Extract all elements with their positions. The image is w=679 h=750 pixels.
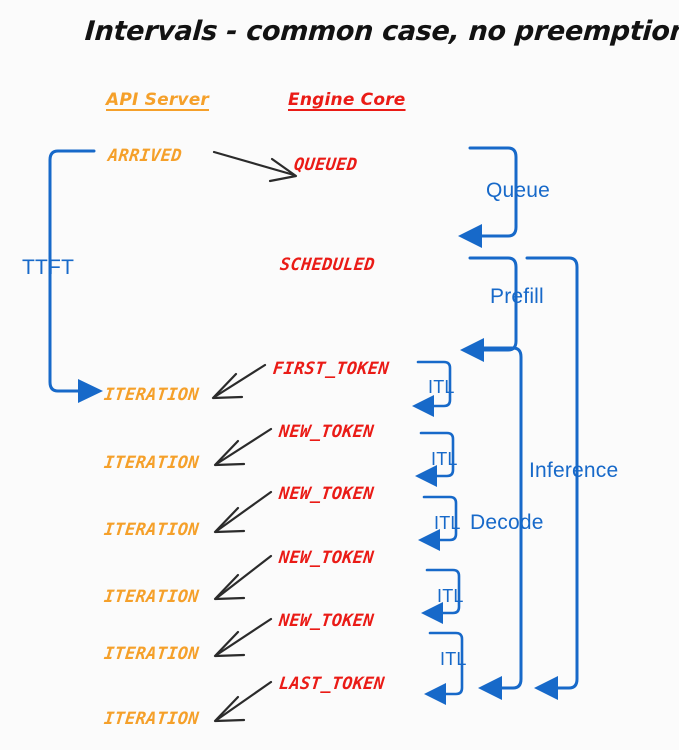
state-iteration-5: ITERATION — [103, 644, 200, 664]
state-iteration-2: ITERATION — [103, 453, 200, 473]
column-header-api-server: API Server — [106, 90, 210, 110]
interval-label-itl-4: ITL — [437, 586, 464, 606]
bracket-prefill — [460, 256, 518, 362]
state-iteration-1: ITERATION — [103, 385, 200, 405]
state-iteration-4: ITERATION — [103, 587, 200, 607]
arrow-new-token-to-iteration-2 — [213, 490, 273, 534]
state-queued: QUEUED — [293, 155, 359, 175]
state-new-token-4: NEW_TOKEN — [278, 611, 375, 631]
column-header-engine-core: Engine Core — [288, 90, 406, 110]
state-arrived: ARRIVED — [107, 146, 183, 166]
arrow-new-token-to-iteration-1 — [213, 427, 273, 467]
page-title: Intervals - common case, no preemptions — [83, 16, 679, 47]
state-new-token-1: NEW_TOKEN — [278, 422, 375, 442]
arrow-new-token-to-iteration-4 — [213, 617, 273, 658]
arrow-first-token-to-iteration — [211, 363, 267, 400]
state-scheduled: SCHEDULED — [279, 255, 376, 275]
interval-label-ttft: TTFT — [22, 256, 75, 279]
arrow-last-token-to-iteration — [213, 680, 273, 723]
state-new-token-3: NEW_TOKEN — [278, 548, 375, 568]
interval-label-prefill: Prefill — [490, 285, 544, 308]
arrow-new-token-to-iteration-3 — [213, 554, 273, 601]
interval-label-inference: Inference — [529, 459, 619, 482]
state-iteration-3: ITERATION — [103, 520, 200, 540]
interval-label-itl-2: ITL — [431, 449, 458, 469]
interval-label-itl-5: ITL — [440, 649, 467, 669]
arrow-arrived-to-queued — [212, 150, 298, 183]
state-last-token: LAST_TOKEN — [278, 674, 386, 694]
state-first-token: FIRST_TOKEN — [272, 359, 390, 379]
interval-label-itl-1: ITL — [428, 377, 455, 397]
interval-label-itl-3: ITL — [434, 513, 461, 533]
state-iteration-6: ITERATION — [103, 709, 200, 729]
interval-label-queue: Queue — [486, 179, 551, 202]
state-new-token-2: NEW_TOKEN — [278, 484, 375, 504]
interval-label-decode: Decode — [470, 511, 544, 534]
